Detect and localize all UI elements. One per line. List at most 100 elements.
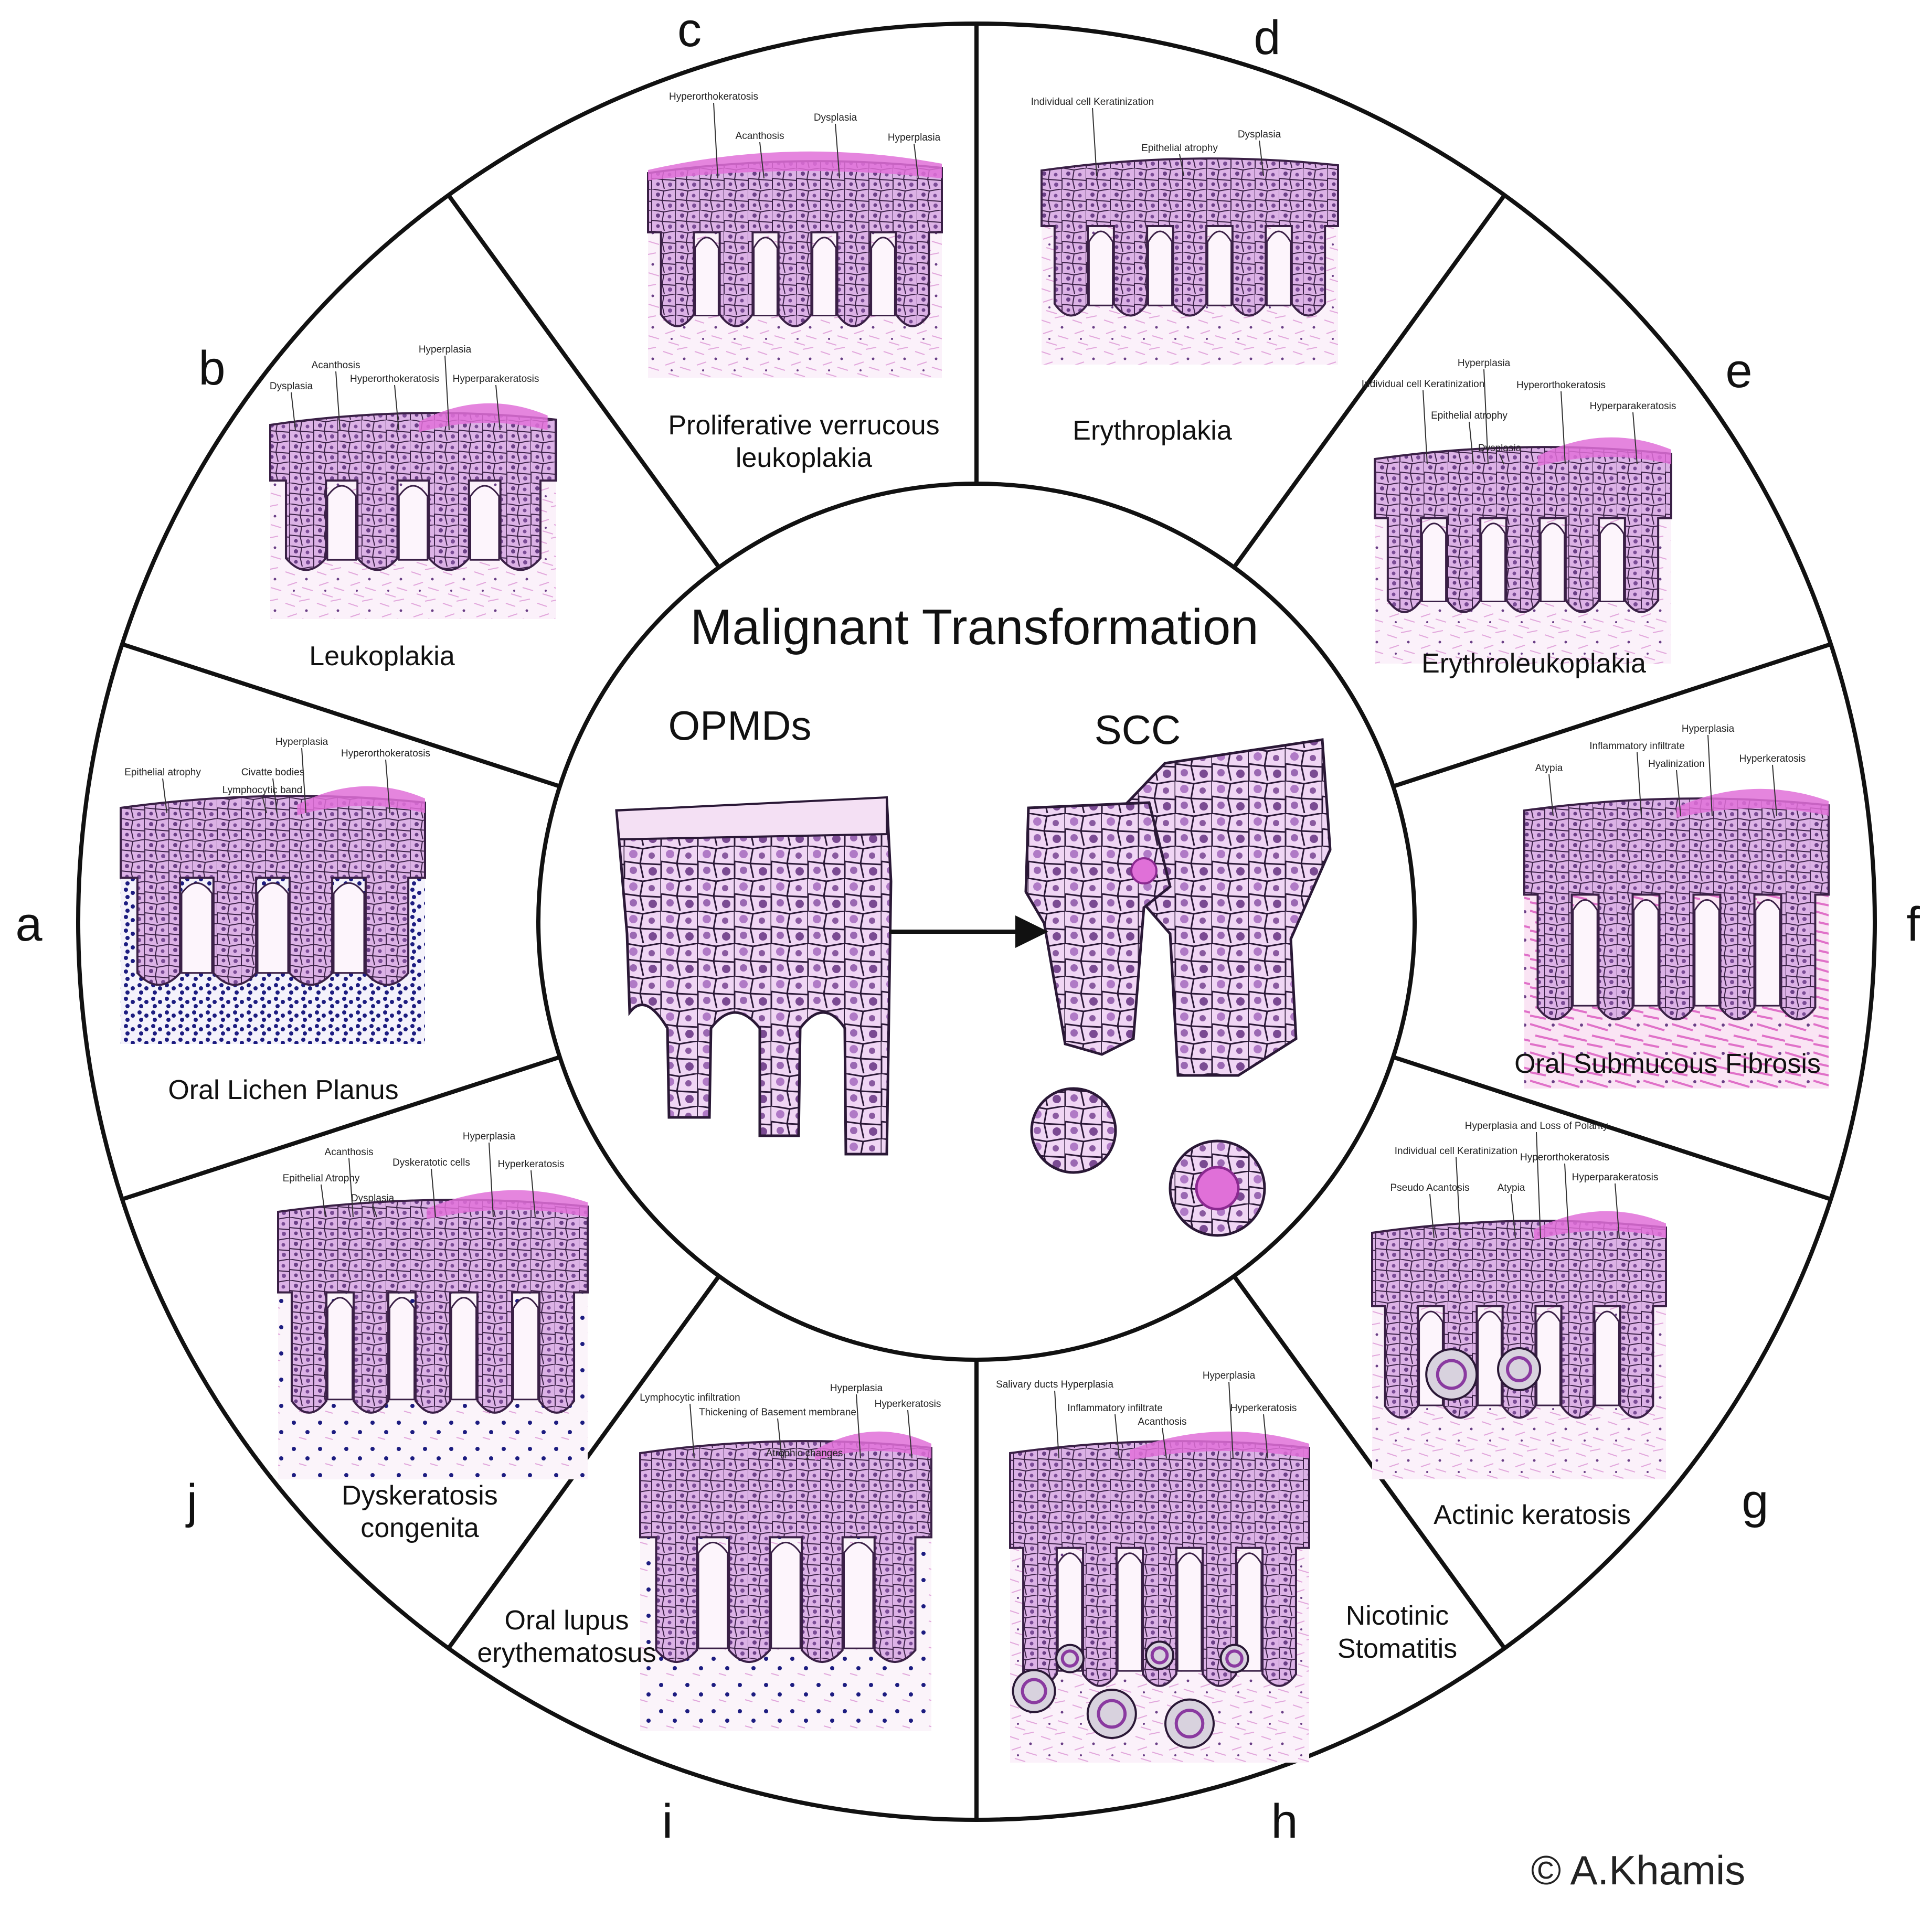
segment-letter-d: d xyxy=(1254,11,1280,65)
annotation-leader xyxy=(1536,1132,1541,1239)
annotation-label: Epithelial atrophy xyxy=(1141,143,1218,154)
panel-d: Individual cell KeratinizationEpithelial… xyxy=(1031,97,1339,365)
segment-title-j-line1: Dyskeratosis xyxy=(342,1480,498,1511)
dermal-papilla xyxy=(1755,899,1781,1007)
segment-title-b: Leukoplakia xyxy=(309,641,455,671)
keratin-pearl-core xyxy=(1195,1166,1240,1211)
annotation-leader xyxy=(1423,390,1428,465)
annotation-leader xyxy=(777,1418,782,1459)
epithelium xyxy=(1041,157,1339,317)
dermal-papilla xyxy=(512,1297,539,1401)
segment-title-h-line2: Stomatitis xyxy=(1337,1634,1457,1664)
epithelium xyxy=(647,160,943,327)
annotation-label: Acanthosis xyxy=(312,360,360,371)
annotation-label: Hyperorthokeratosis xyxy=(1520,1152,1609,1163)
dermal-papilla xyxy=(753,237,778,317)
annotation-label: Dysplasia xyxy=(270,381,313,392)
segment-letter-j: j xyxy=(185,1475,197,1528)
dermal-papilla xyxy=(1117,1552,1143,1672)
annotation-leader xyxy=(1179,154,1184,176)
keratin-layer xyxy=(1534,1211,1666,1240)
annotation-label: Hyperorthokeratosis xyxy=(669,91,758,102)
segment-letter-c: c xyxy=(677,3,702,57)
annotation-label: Acanthosis xyxy=(736,131,784,142)
segment-letter-i: i xyxy=(662,1795,673,1848)
annotation-label: Atypia xyxy=(1535,763,1563,774)
segment-title-g: Actinic keratosis xyxy=(1434,1500,1631,1530)
segment-divider xyxy=(121,642,561,788)
annotation-label: Lymphocytic band xyxy=(222,785,302,796)
keratin-layer xyxy=(1676,788,1829,818)
segment-title-c-line2: leukoplakia xyxy=(736,443,872,473)
annotation-leader xyxy=(1511,1193,1516,1239)
annotation-leader xyxy=(394,385,399,431)
segment-title-d: Erythroplakia xyxy=(1073,415,1232,446)
segment-title-f: Oral Submucous Fibrosis xyxy=(1514,1049,1821,1079)
dermal-papilla xyxy=(1536,1310,1561,1406)
annotation-leader xyxy=(1637,752,1642,816)
salivary-duct xyxy=(1425,1348,1478,1401)
transformation-arrowhead xyxy=(1015,915,1048,948)
annotation-label: Hyperkeratosis xyxy=(875,1399,941,1410)
annotation-leader xyxy=(1548,774,1554,816)
dermal-papilla xyxy=(1540,522,1566,603)
annotation-leader xyxy=(856,1394,861,1459)
duct-lumen xyxy=(1060,1649,1079,1668)
dermal-papilla xyxy=(871,237,896,317)
segment-title-c-line1: Proliferative verrucous xyxy=(668,410,939,441)
annotation-label: Hyperplasia and Loss of Polarity xyxy=(1465,1121,1608,1132)
annotation-label: Epithelial atrophy xyxy=(124,767,201,778)
keratin-layer xyxy=(815,1431,931,1460)
salivary-duct xyxy=(1086,1689,1137,1739)
opmd-epithelium xyxy=(615,798,893,1156)
dermal-papilla xyxy=(1599,522,1625,603)
annotation-leader xyxy=(291,392,296,431)
scc-invading-nest xyxy=(1024,801,1172,1056)
annotation-label: Hyperkeratosis xyxy=(498,1159,565,1170)
annotation-leader xyxy=(444,355,450,431)
annotation-leader xyxy=(348,1158,354,1218)
dermal-papilla xyxy=(843,1541,874,1649)
annotation-leader xyxy=(372,1204,377,1218)
annotation-leader xyxy=(1429,1193,1435,1239)
annotation-label: Individual cell Keratinization xyxy=(1031,97,1154,108)
annotation-label: Salivary ducts Hyperplasia xyxy=(996,1379,1113,1390)
segment-dividers xyxy=(121,24,1832,1820)
epithelium xyxy=(1374,446,1672,613)
dermal-papilla xyxy=(1595,1310,1620,1406)
annotation-leader xyxy=(1564,1163,1569,1239)
annotation-leader xyxy=(1676,770,1681,816)
panel-b: DysplasiaAcanthosisHyperorthokeratosisHy… xyxy=(269,344,557,619)
dermal-papilla xyxy=(1572,899,1598,1007)
annotation-label: Individual cell Keratinization xyxy=(1395,1146,1517,1157)
annotation-leader xyxy=(495,385,501,431)
dermal-papilla xyxy=(326,485,357,561)
annotation-label: Hyperplasia xyxy=(275,737,328,748)
dermal-papilla xyxy=(1480,522,1506,603)
dermal-papilla xyxy=(1057,1552,1083,1672)
duct-lumen xyxy=(1174,1709,1205,1739)
annotation-leader xyxy=(385,759,390,814)
copyright-text: © A.Khamis xyxy=(1531,1847,1746,1893)
dermal-papilla xyxy=(694,237,719,317)
dermal-papilla xyxy=(1477,1310,1502,1406)
annotation-leader xyxy=(1263,1414,1268,1459)
segment-letter-f: f xyxy=(1906,898,1920,951)
annotation-label: Hyperorthokeratosis xyxy=(341,748,430,759)
annotation-label: Thickening of Basement membrane xyxy=(699,1407,856,1418)
epithelium xyxy=(1523,797,1830,1021)
dermal-papilla xyxy=(1206,230,1233,306)
segment-letter-g: g xyxy=(1742,1475,1768,1528)
annotation-leader xyxy=(1092,108,1097,176)
annotation-leader xyxy=(1162,1427,1167,1459)
annotation-leader xyxy=(262,796,267,814)
segment-title-i-line1: Oral lupus xyxy=(505,1605,629,1636)
annotation-label: Hyperkeratosis xyxy=(1230,1403,1297,1414)
annotation-leader xyxy=(431,1168,436,1218)
dermal-papilla xyxy=(181,882,213,974)
annotation-leader xyxy=(1114,1414,1120,1459)
